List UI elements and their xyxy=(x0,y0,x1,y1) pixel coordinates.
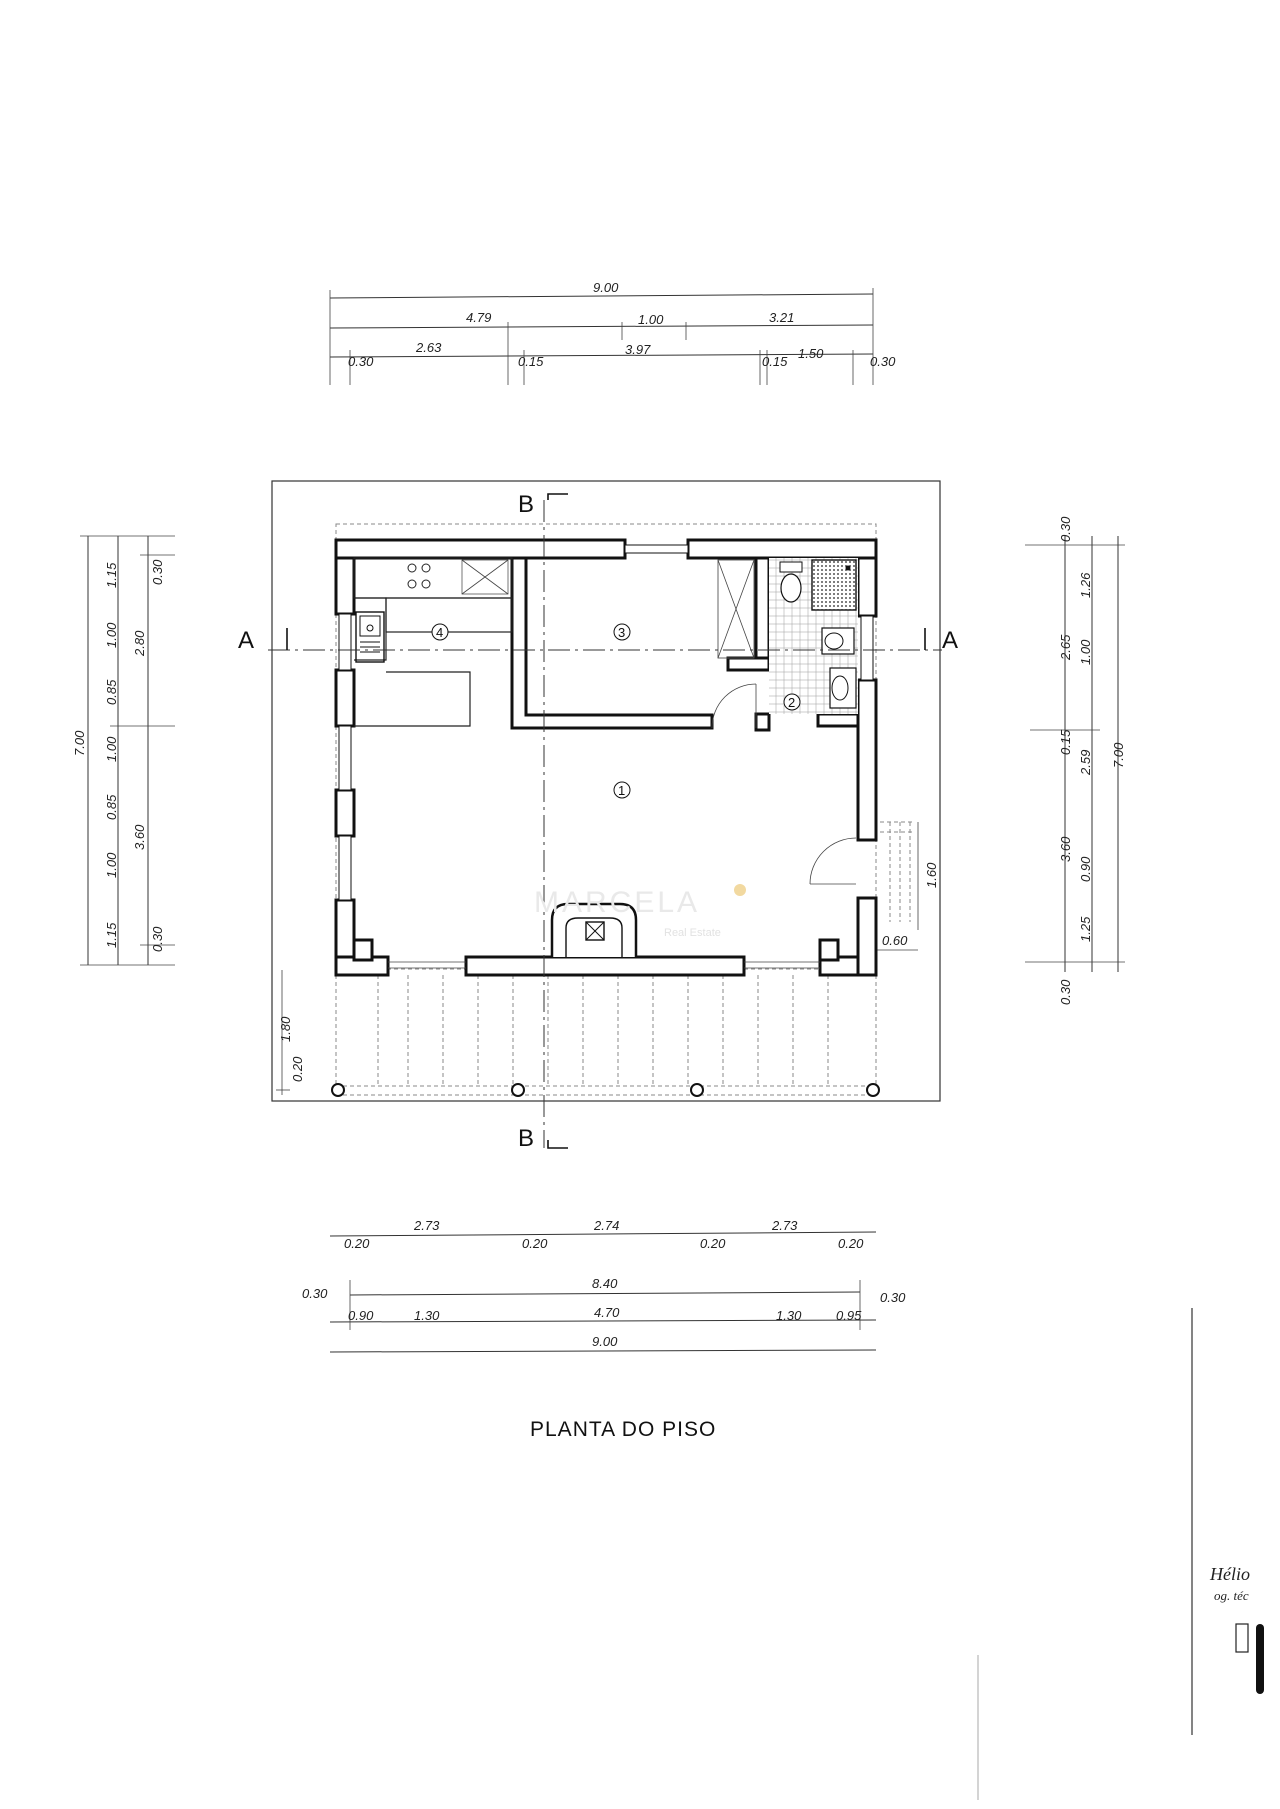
dim-right-r2-4: 0.15 xyxy=(1058,729,1073,755)
dim-top-r2-3: 3.21 xyxy=(769,310,794,325)
right-dimension-chains: 0.30 1.26 1.00 0.15 0.90 1.25 0.30 2.65 … xyxy=(1025,516,1126,1005)
kitchen-fixtures xyxy=(353,557,513,727)
top-dimension-chains: 9.00 4.79 1.00 3.21 0.30 2.63 0.15 3.97 … xyxy=(329,280,896,385)
porch-post xyxy=(511,1083,525,1097)
toilet xyxy=(780,573,802,603)
dim-right-r3-2: 2.59 xyxy=(1078,750,1093,776)
dim-left-r3-6: 1.00 xyxy=(104,852,119,878)
dim-top-r3-6: 1.50 xyxy=(798,346,824,361)
dim-right-r2-5: 0.90 xyxy=(1078,856,1093,882)
dim-top-r3-3: 0.15 xyxy=(518,354,544,369)
dim-porch-depth: 1.80 xyxy=(278,1016,293,1042)
dim-right-r3-1: 2.65 xyxy=(1058,634,1073,661)
dim-bottom-r1-5: 0.20 xyxy=(700,1236,726,1251)
dim-left-r3-3: 0.85 xyxy=(104,679,119,705)
porch-pergola xyxy=(276,821,919,1097)
porch-post xyxy=(690,1083,704,1097)
kitchen-sink xyxy=(355,611,385,663)
dim-bottom-r3-4: 1.30 xyxy=(776,1308,802,1323)
wardrobe xyxy=(717,559,755,659)
dim-bottom-r1-7: 0.20 xyxy=(838,1236,864,1251)
bottom-dimension-chains: 0.20 2.73 0.20 2.74 0.20 2.73 0.20 0.30 … xyxy=(302,1218,906,1353)
dim-bottom-r2-1: 0.30 xyxy=(302,1286,328,1301)
dim-porch-post: 0.20 xyxy=(290,1056,305,1082)
dim-left-r3-4: 1.00 xyxy=(104,736,119,762)
dim-left-r3-2: 1.00 xyxy=(104,622,119,648)
dim-right-r2-6: 1.25 xyxy=(1078,916,1093,942)
dim-bottom-r1-6: 2.73 xyxy=(771,1218,798,1233)
watermark-sub: Real Estate xyxy=(664,927,721,939)
dim-bottom-r3-5: 0.95 xyxy=(836,1308,862,1323)
dim-porch-door-side: 1.60 xyxy=(924,862,939,888)
room-number-living: 1 xyxy=(618,783,625,798)
dim-porch-door-offset: 0.60 xyxy=(882,933,908,948)
section-label-b-top: B xyxy=(518,491,534,518)
dim-bottom-r1-4: 2.74 xyxy=(593,1218,619,1233)
dim-right-r2-7: 0.30 xyxy=(1058,979,1073,1005)
dim-left-r2-2: 3.60 xyxy=(132,824,147,850)
section-label-a-left: A xyxy=(238,627,254,654)
porch-post xyxy=(331,1083,345,1097)
dim-left-r2-1: 2.80 xyxy=(132,630,147,657)
dim-top-r3-4: 3.97 xyxy=(625,342,651,357)
dim-bottom-r1-1: 0.20 xyxy=(344,1236,370,1251)
left-dimension-chains: 7.00 2.80 3.60 0.30 0.30 1.15 1.00 0.85 … xyxy=(72,535,175,966)
dim-right-r3-3: 3.60 xyxy=(1058,836,1073,862)
shower-tray xyxy=(811,559,857,611)
doors xyxy=(711,683,857,885)
roof-outline xyxy=(271,480,941,1102)
dim-bottom-r3-2: 1.30 xyxy=(414,1308,440,1323)
dim-right-overall: 7.00 xyxy=(1111,742,1126,768)
dim-bottom-r2-2: 8.40 xyxy=(592,1276,618,1291)
dim-top-r3-5: 0.15 xyxy=(762,354,788,369)
watermark-brand: MARCELA xyxy=(534,886,700,919)
dim-bottom-r2-3: 0.30 xyxy=(880,1290,906,1305)
section-label-b-bottom: B xyxy=(518,1125,534,1152)
room-number-kitchen: 4 xyxy=(436,625,443,640)
fireplace xyxy=(550,902,638,957)
dim-left-overall: 7.00 xyxy=(72,730,87,756)
dim-bottom-r3-1: 0.90 xyxy=(348,1308,374,1323)
dim-left-r2-3: 0.30 xyxy=(150,559,165,585)
dim-bottom-r1-2: 2.73 xyxy=(413,1218,440,1233)
stamp-role: og. téc xyxy=(1214,1588,1249,1603)
dim-right-r2-3: 1.00 xyxy=(1078,639,1093,665)
dim-left-r2-4: 0.30 xyxy=(150,926,165,952)
dim-bottom-r1-3: 0.20 xyxy=(522,1236,548,1251)
dim-top-r2-2: 1.00 xyxy=(638,312,664,327)
room-number-bath: 2 xyxy=(788,695,795,710)
dim-top-r3-1: 0.30 xyxy=(348,354,374,369)
dim-right-r2-2: 1.26 xyxy=(1078,572,1093,598)
dim-top-r3-2: 2.63 xyxy=(415,340,442,355)
dim-bottom-r3-3: 4.70 xyxy=(594,1305,620,1320)
interior-walls xyxy=(510,556,860,732)
dim-top-r2-1: 4.79 xyxy=(466,310,491,325)
dim-top-overall: 9.00 xyxy=(593,280,619,295)
dim-left-r3-1: 1.15 xyxy=(104,562,119,588)
plan-title: PLANTA DO PISO xyxy=(530,1418,716,1441)
watermark-dot xyxy=(734,884,746,896)
dim-bottom-overall: 9.00 xyxy=(592,1334,618,1349)
dim-right-r2-1: 0.30 xyxy=(1058,516,1073,542)
bathroom xyxy=(769,558,858,714)
stamp-name: Hélio xyxy=(1209,1564,1250,1584)
room-number-bedroom: 3 xyxy=(618,625,625,640)
dim-top-r3-7: 0.30 xyxy=(870,354,896,369)
title-block-stamp: Hélio og. téc xyxy=(977,1308,1264,1800)
dim-left-r3-7: 1.15 xyxy=(104,922,119,948)
porch-post xyxy=(866,1083,880,1097)
dim-left-r3-5: 0.85 xyxy=(104,794,119,820)
room-numbers: 4 3 2 1 xyxy=(431,623,801,799)
section-label-a-right: A xyxy=(942,627,958,654)
